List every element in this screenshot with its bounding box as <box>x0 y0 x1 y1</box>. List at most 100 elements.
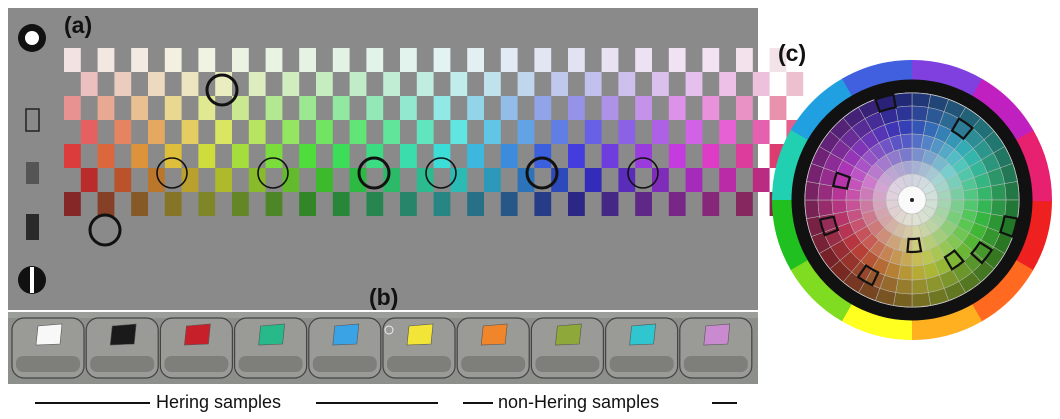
checker-swatch <box>97 48 115 72</box>
checker-swatch <box>299 96 316 120</box>
checker-swatch <box>332 144 350 168</box>
checker-swatch <box>433 96 451 120</box>
checker-swatch <box>114 168 132 192</box>
checker-swatch <box>450 72 468 96</box>
wheel-cell <box>911 264 927 281</box>
checker-swatch <box>551 168 568 192</box>
checker-swatch <box>534 144 552 168</box>
checker-swatch <box>248 168 266 192</box>
checker-swatch <box>400 48 417 72</box>
checker-swatch <box>80 120 98 144</box>
wheel-cell <box>804 199 820 219</box>
caption-rule <box>712 402 737 404</box>
checker-swatch <box>131 192 148 216</box>
checker-swatch <box>215 72 232 96</box>
checker-swatch <box>551 72 568 96</box>
checker-swatch <box>215 120 232 144</box>
checker-swatch <box>652 72 669 96</box>
wheel-cell <box>1004 181 1020 201</box>
sample-tile <box>109 323 137 346</box>
selection-circle <box>627 157 659 189</box>
checker-swatch <box>416 72 434 96</box>
checker-swatch <box>366 144 384 168</box>
sample-tile <box>629 323 656 346</box>
checker-swatch <box>316 120 333 144</box>
checker-swatch <box>433 48 451 72</box>
checker-swatch <box>635 144 652 168</box>
checker-swatch <box>568 192 585 216</box>
checker-swatch <box>64 48 81 72</box>
sample-card-shadow <box>164 356 229 372</box>
checker-swatch <box>299 144 316 168</box>
checker-swatch <box>668 96 686 120</box>
wheel-cell <box>990 199 1007 217</box>
checker-swatch <box>786 72 804 96</box>
checker-swatch <box>232 48 249 72</box>
checker-swatch <box>517 120 535 144</box>
checker-swatch <box>265 48 283 72</box>
checker-swatch <box>601 192 619 216</box>
wheel-sample-outline <box>818 215 840 237</box>
checker-swatch <box>181 72 199 96</box>
checker-swatch <box>383 72 400 96</box>
checker-swatch <box>114 72 132 96</box>
checker-swatch <box>131 48 148 72</box>
sample-tile <box>555 323 582 346</box>
checker-swatch <box>349 72 367 96</box>
wheel-outer-segment <box>842 60 914 97</box>
selection-circle <box>257 157 289 189</box>
checker-swatch <box>467 96 484 120</box>
checker-swatch <box>198 192 216 216</box>
checker-swatch <box>148 168 165 192</box>
checker-swatch <box>64 192 81 216</box>
checker-swatch <box>433 144 451 168</box>
gray-level-marker <box>26 214 39 240</box>
sample-card-shadow <box>90 356 155 372</box>
checker-swatch <box>736 48 753 72</box>
checker-swatch <box>702 192 720 216</box>
sample-card-shadow <box>461 356 526 372</box>
checker-swatch <box>64 96 81 120</box>
wheel-cell <box>817 199 834 217</box>
wheel-outer-segment <box>790 259 852 322</box>
checker-swatch <box>215 168 232 192</box>
wheel-black-ring <box>791 79 1033 321</box>
wheel-sample-outline <box>906 237 923 254</box>
checker-swatch <box>517 72 535 96</box>
wheel-cell <box>897 119 913 136</box>
checkerboard-panel: (a) <box>8 8 804 310</box>
checker-swatch <box>668 144 686 168</box>
checker-swatch <box>719 120 736 144</box>
gray-level-marker <box>25 108 40 132</box>
checker-swatch <box>282 120 300 144</box>
checker-swatch <box>500 96 518 120</box>
photo-glare <box>384 325 394 335</box>
checker-swatch <box>618 168 636 192</box>
checker-swatch <box>568 48 585 72</box>
sample-tile <box>406 323 434 346</box>
checker-swatch <box>97 144 115 168</box>
wheel-center-dot <box>910 198 914 202</box>
checker-swatch <box>299 192 316 216</box>
checker-swatch <box>450 120 468 144</box>
wheel-outer-segment <box>772 128 809 200</box>
wheel-outer-segment <box>910 303 982 340</box>
sample-tile <box>480 323 508 346</box>
checker-swatch <box>332 96 350 120</box>
checker-swatch <box>652 168 669 192</box>
wheel-outer-segment <box>772 198 809 270</box>
sample-card-shadow <box>609 356 674 372</box>
checker-swatch <box>752 120 770 144</box>
white-dot-icon-center <box>25 31 39 45</box>
checker-swatch <box>383 168 400 192</box>
checker-swatch <box>64 144 81 168</box>
sample-card-shadow <box>683 356 748 372</box>
checker-swatch <box>416 168 434 192</box>
wheel-cell <box>804 181 820 201</box>
checker-swatch <box>484 72 501 96</box>
wheel-cell <box>895 105 913 122</box>
checker-swatch <box>265 96 283 120</box>
checker-swatch <box>618 120 636 144</box>
checker-swatch <box>97 96 115 120</box>
checker-swatch <box>702 144 720 168</box>
